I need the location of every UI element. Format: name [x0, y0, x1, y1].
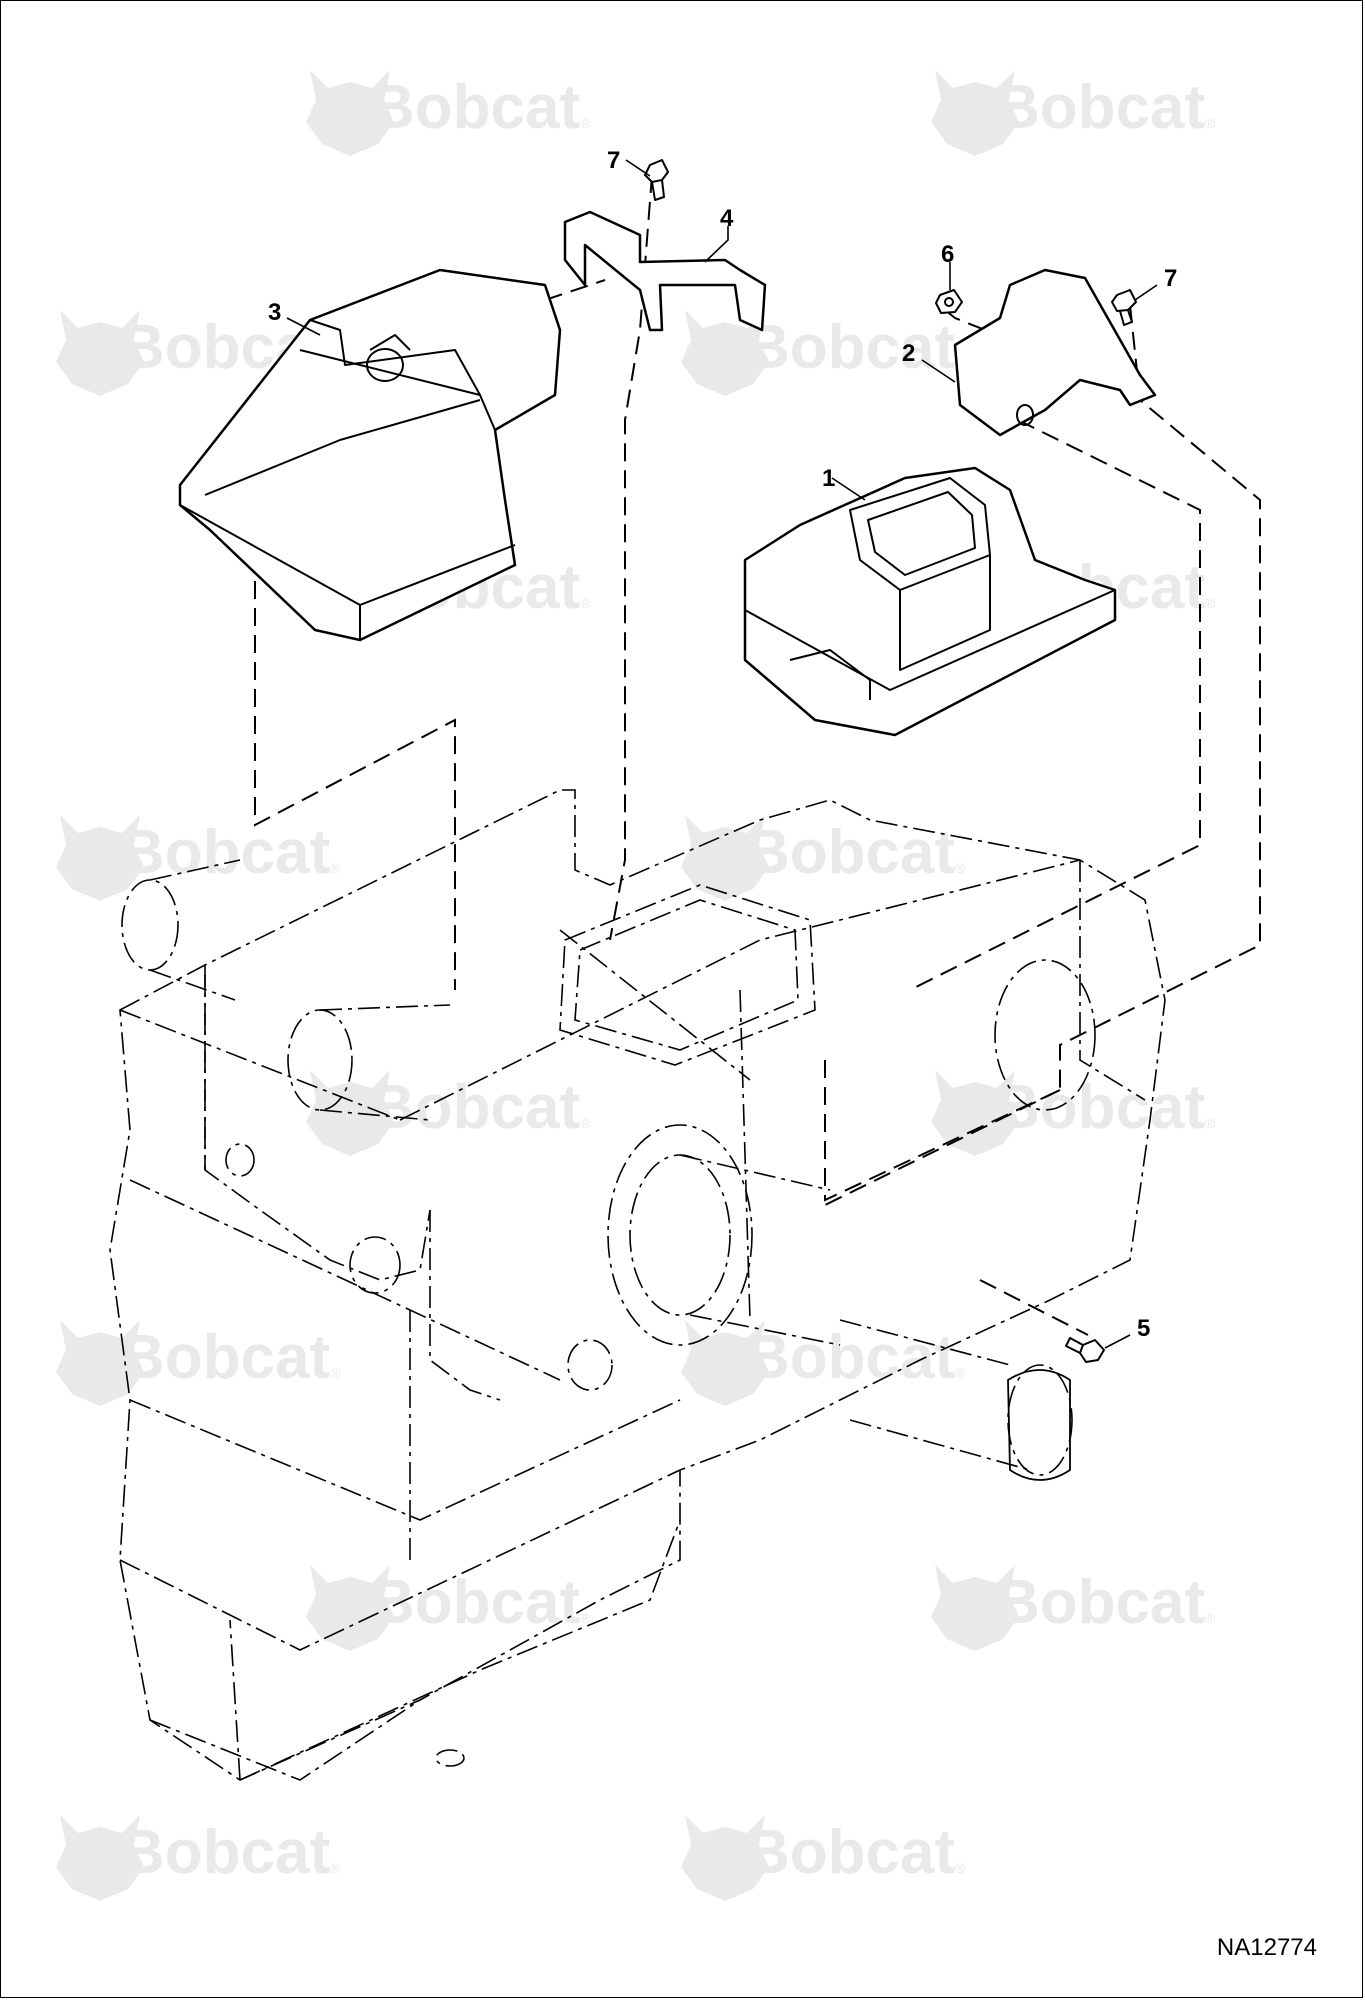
watermark-registered-mark: ®	[330, 1860, 341, 1876]
part-3-cover	[178, 268, 562, 642]
bobcat-head-icon	[306, 1565, 394, 1651]
watermark-registered-mark: ®	[955, 860, 966, 876]
watermark-text: Bobcat	[745, 1818, 955, 1887]
callout-6: 6	[941, 241, 954, 268]
bobcat-head-icon	[931, 70, 1019, 156]
callout-7b: 7	[1164, 265, 1177, 292]
bolt-7-right	[1111, 289, 1137, 326]
callout-2: 2	[902, 340, 915, 367]
watermark-text: Bobcat	[745, 818, 955, 887]
callout-5: 5	[1137, 1315, 1150, 1342]
bobcat-head-icon	[931, 1070, 1019, 1156]
watermark: Bobcat®	[306, 70, 591, 156]
nut-6	[935, 289, 963, 314]
watermark: Bobcat®	[681, 1815, 966, 1901]
watermark-registered-mark: ®	[580, 1610, 591, 1626]
bolt-7-left	[644, 159, 669, 201]
watermark-text: Bobcat	[745, 1323, 955, 1392]
watermark-text: Bobcat	[120, 1323, 330, 1392]
watermark-text: Bobcat	[120, 1818, 330, 1887]
watermark-registered-mark: ®	[1205, 595, 1216, 611]
watermark-text: Bobcat	[370, 1568, 580, 1637]
watermark-text: Bobcat	[745, 313, 955, 382]
part-1-mount	[743, 466, 1117, 737]
watermark-text: Bobcat	[120, 818, 330, 887]
watermark-registered-mark: ®	[1205, 1610, 1216, 1626]
watermark-registered-mark: ®	[330, 860, 341, 876]
assembly-lines	[254, 174, 1261, 1336]
watermark-registered-mark: ®	[580, 595, 591, 611]
watermark-registered-mark: ®	[580, 1115, 591, 1131]
watermark: Bobcat®	[931, 70, 1216, 156]
watermark-registered-mark: ®	[955, 1365, 966, 1381]
watermark-text: Bobcat	[995, 1568, 1205, 1637]
callout-3: 3	[268, 299, 281, 326]
bobcat-head-icon	[681, 1815, 769, 1901]
watermark-registered-mark: ®	[1205, 1115, 1216, 1131]
watermark: Bobcat®	[931, 1565, 1216, 1651]
part-4-bracket	[563, 210, 767, 332]
watermark-text: Bobcat	[995, 1073, 1205, 1142]
bolt-5	[1065, 1337, 1105, 1363]
watermark-registered-mark: ®	[955, 1860, 966, 1876]
watermark: Bobcat®	[56, 1320, 341, 1406]
bobcat-head-icon	[931, 1565, 1019, 1651]
watermark-text: Bobcat	[370, 1073, 580, 1142]
bobcat-head-icon	[56, 1815, 144, 1901]
bobcat-head-icon	[681, 1320, 769, 1406]
watermark-text: Bobcat	[370, 73, 580, 142]
watermark-registered-mark: ®	[330, 1365, 341, 1381]
watermark-text: Bobcat	[995, 73, 1205, 142]
bobcat-head-icon	[681, 815, 769, 901]
callout-7a: 7	[607, 147, 620, 174]
watermark: Bobcat®	[306, 1565, 591, 1651]
callout-4: 4	[720, 205, 734, 232]
watermark-registered-mark: ®	[1205, 115, 1216, 131]
part-2-bracket	[953, 268, 1157, 437]
watermark: Bobcat®	[681, 815, 966, 901]
callout-1: 1	[822, 465, 835, 492]
fasteners	[644, 159, 1137, 1363]
bobcat-head-icon	[56, 310, 144, 396]
watermark: Bobcat®	[56, 815, 341, 901]
machine-frame	[109, 789, 1166, 1781]
bobcat-head-icon	[306, 70, 394, 156]
bobcat-head-icon	[56, 815, 144, 901]
drawing-reference-number: NA12774	[1216, 1934, 1317, 1961]
watermark: Bobcat®	[681, 1320, 966, 1406]
leader-lines	[286, 159, 1158, 1349]
bobcat-head-icon	[681, 310, 769, 396]
watermark-registered-mark: ®	[580, 115, 591, 131]
callout-labels: 1 2 3 4 5 6 7 7	[268, 147, 1177, 1342]
watermark: Bobcat®	[56, 1815, 341, 1901]
watermark: Bobcat®	[931, 1070, 1216, 1156]
watermark: Bobcat®	[681, 310, 966, 396]
